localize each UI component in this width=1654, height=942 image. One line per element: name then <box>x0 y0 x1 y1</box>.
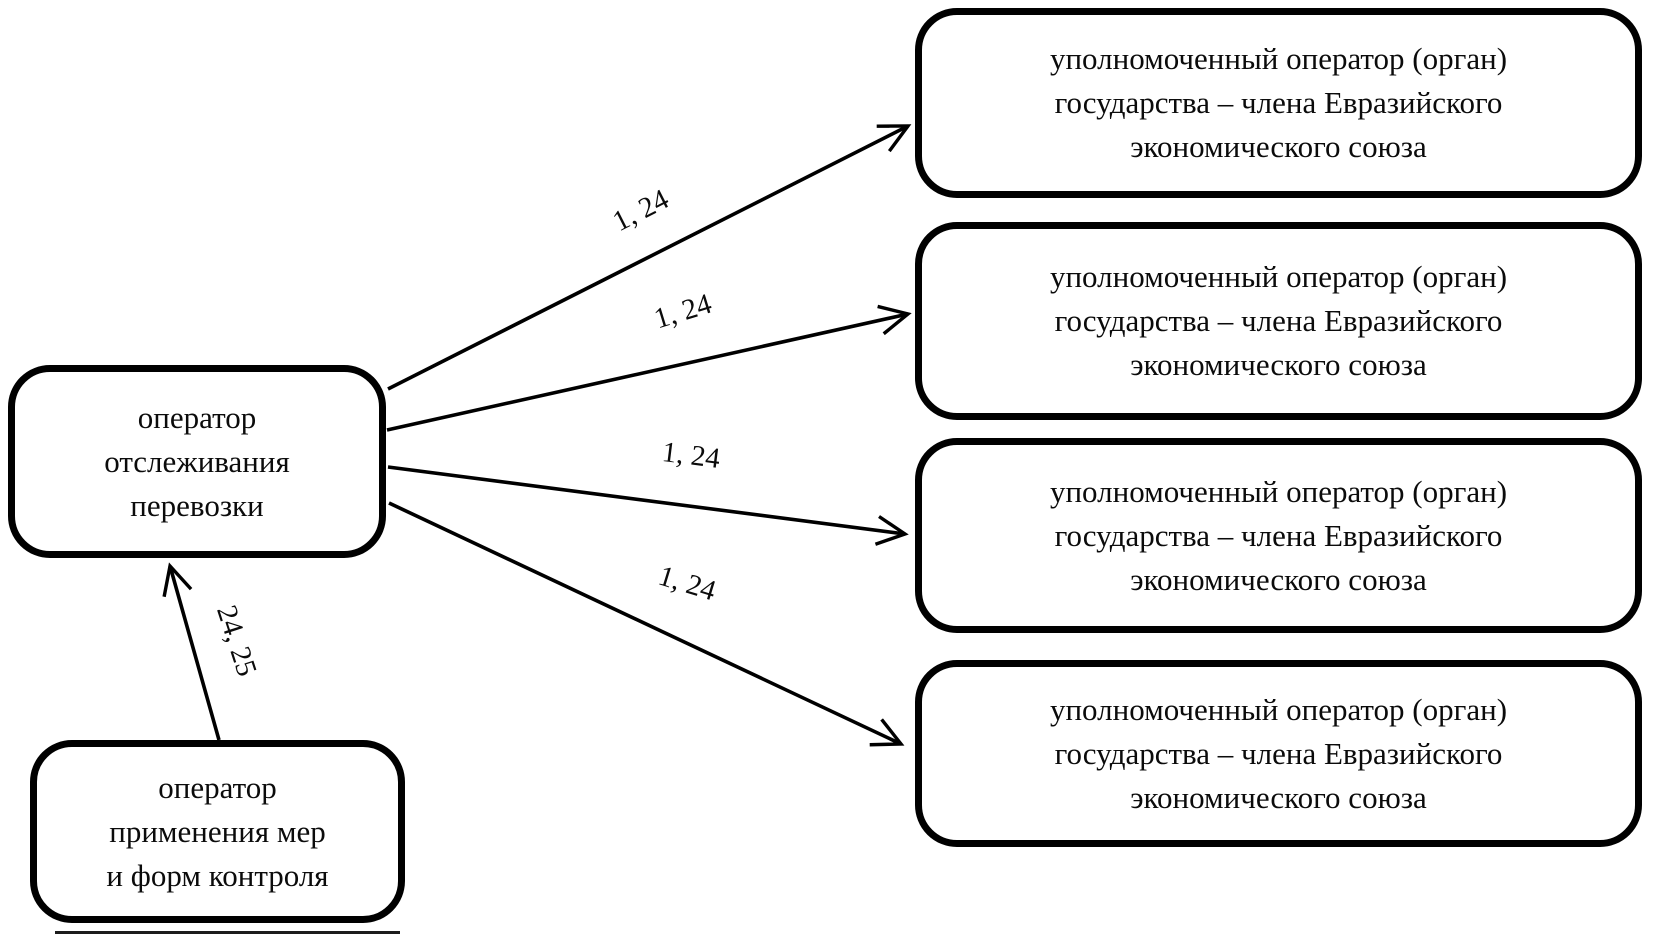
node-label-line: отслеживания <box>104 443 290 479</box>
node-label-line: экономического союза <box>1130 129 1427 164</box>
node-label-line: экономического союза <box>1130 561 1427 597</box>
node-authorized-operator-2: уполномоченный оператор (орган) государс… <box>915 222 1642 420</box>
edge-label-tracking-auth2: 1, 24 <box>650 287 716 336</box>
node-control-operator: оператор применения мер и форм контроля <box>30 740 405 923</box>
node-tracking-operator: оператор отслеживания перевозки <box>8 365 386 558</box>
node-label-line: экономического союза <box>1130 347 1427 382</box>
node-label-line: государства – члена Евразийского <box>1054 735 1503 771</box>
scan-artifact-line <box>55 931 400 934</box>
node-label-line: оператор <box>158 769 277 805</box>
arrow-control-to-tracking <box>162 562 221 741</box>
node-label-line: перевозки <box>130 487 264 523</box>
arrow-tracking-to-auth2 <box>386 304 912 432</box>
node-authorized-operator-4: уполномоченный оператор (орган) государс… <box>915 660 1642 847</box>
node-label-line: уполномоченный оператор (орган) <box>1049 691 1508 727</box>
edge-label-control-tracking: 24, 25 <box>210 601 263 681</box>
node-authorized-operator-3: уполномоченный оператор (орган) государс… <box>915 438 1642 633</box>
node-label-line: уполномоченный оператор (орган) <box>1049 41 1508 76</box>
node-label-line: государства – члена Евразийского <box>1054 303 1503 338</box>
edge-label-tracking-auth4: 1, 24 <box>654 559 720 608</box>
node-authorized-operator-1: уполномоченный оператор (орган) государс… <box>915 8 1642 198</box>
node-label-line: уполномоченный оператор (орган) <box>1049 259 1508 294</box>
arrow-tracking-to-auth4 <box>388 501 905 747</box>
edge-label-tracking-auth3: 1, 24 <box>660 436 722 475</box>
node-label-line: экономического союза <box>1130 779 1427 815</box>
node-label-line: государства – члена Евразийского <box>1054 85 1503 120</box>
node-label-line: оператор <box>137 399 257 435</box>
arrow-tracking-to-auth1 <box>387 124 912 391</box>
node-label-line: применения мер <box>109 813 326 849</box>
node-label-line: уполномоченный оператор (орган) <box>1049 473 1508 509</box>
node-label-line: и форм контроля <box>106 857 329 893</box>
edge-label-tracking-auth1: 1, 24 <box>607 183 674 238</box>
arrow-tracking-to-auth3 <box>387 465 909 546</box>
node-label-line: государства – члена Евразийского <box>1054 517 1503 553</box>
